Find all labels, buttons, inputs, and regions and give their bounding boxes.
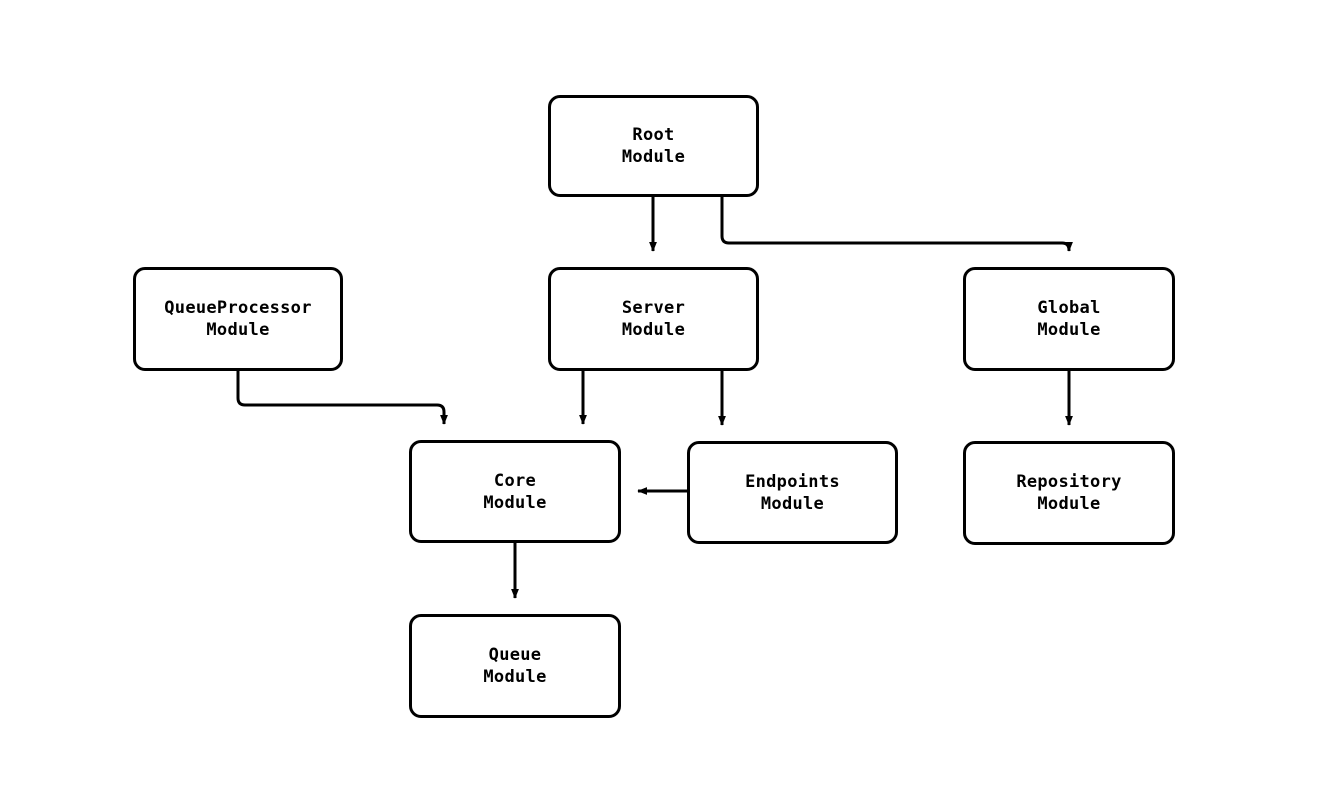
- node-label-global: Global Module: [1037, 298, 1101, 340]
- node-server[interactable]: Server Module: [548, 267, 759, 371]
- edge-queueprocessor-to-core: [236, 371, 448, 425]
- edge-root-to-global: [720, 197, 1073, 252]
- node-label-endpoints: Endpoints Module: [745, 471, 840, 514]
- node-core[interactable]: Core Module: [409, 440, 621, 543]
- node-global[interactable]: Global Module: [963, 267, 1175, 371]
- node-label-root: Root Module: [621, 125, 686, 167]
- node-repository[interactable]: Repository Module: [963, 441, 1175, 545]
- node-label-repository: Repository Module: [1016, 472, 1122, 514]
- node-label-queue: Queue Module: [483, 645, 547, 687]
- node-queue[interactable]: Queue Module: [409, 614, 621, 718]
- node-endpoints[interactable]: Endpoints Module: [687, 441, 898, 544]
- node-label-queueprocessor: QueueProcessor Module: [164, 298, 312, 340]
- node-queueprocessor[interactable]: QueueProcessor Module: [133, 267, 343, 371]
- node-root[interactable]: Root Module: [548, 95, 759, 197]
- node-label-core: Core Module: [483, 470, 547, 513]
- node-label-server: Server Module: [621, 298, 686, 340]
